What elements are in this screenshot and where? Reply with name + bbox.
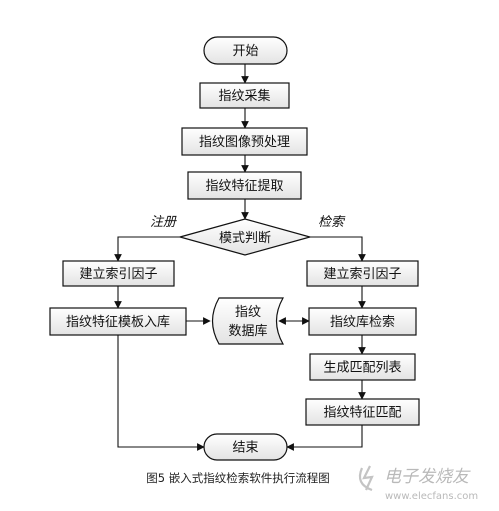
- match-list-node: 生成匹配列表: [309, 353, 416, 381]
- watermark-brand: 电子发烧友: [384, 467, 471, 487]
- index-left-node: 建立索引因子: [62, 260, 175, 287]
- watermark-url: www.elecfans.com: [385, 491, 478, 502]
- index-left-label: 建立索引因子: [79, 267, 157, 282]
- database-label-line1: 指纹: [235, 305, 261, 320]
- mode-decision: 模式判断: [177, 218, 313, 256]
- start-node: 开始: [203, 36, 288, 65]
- preprocess-node: 指纹图像预处理: [181, 127, 308, 156]
- template-store-node: 指纹特征模板入库: [49, 307, 187, 336]
- arrow-mode-left: [114, 236, 180, 262]
- mode-label: 模式判断: [219, 231, 271, 246]
- connectors: [114, 64, 366, 451]
- feature-match-node: 指纹特征匹配: [305, 398, 420, 426]
- extract-node: 指纹特征提取: [187, 171, 302, 200]
- database-node: 指纹 数据库: [211, 297, 285, 345]
- db-search-node: 指纹库检索: [308, 307, 417, 336]
- arrow-template-end: [117, 335, 205, 451]
- figure-caption: 图5 嵌入式指纹检索软件执行流程图: [146, 471, 329, 485]
- capture-node: 指纹采集: [199, 82, 290, 109]
- capture-label: 指纹采集: [218, 88, 270, 104]
- db-search-label: 指纹库检索: [330, 314, 395, 330]
- end-node: 结束: [203, 433, 288, 461]
- start-label: 开始: [232, 44, 258, 59]
- arrow-mode-right: [310, 236, 366, 262]
- feature-match-label: 指纹特征匹配: [323, 406, 401, 421]
- branch-register-label: 注册: [150, 215, 177, 230]
- watermark: 电子发烧友 www.elecfans.com: [358, 465, 478, 502]
- index-right-node: 建立索引因子: [306, 260, 419, 287]
- database-label-line2: 数据库: [228, 323, 267, 339]
- end-label: 结束: [232, 441, 258, 456]
- watermark-logo-icon: [358, 465, 374, 492]
- preprocess-label: 指纹图像预处理: [199, 135, 290, 150]
- index-right-label: 建立索引因子: [323, 267, 401, 282]
- extract-label: 指纹特征提取: [205, 178, 283, 194]
- template-store-label: 指纹特征模板入库: [66, 314, 170, 330]
- arrow-match-end: [286, 425, 363, 451]
- match-list-label: 生成匹配列表: [323, 361, 401, 376]
- branch-search-label: 检索: [318, 214, 346, 230]
